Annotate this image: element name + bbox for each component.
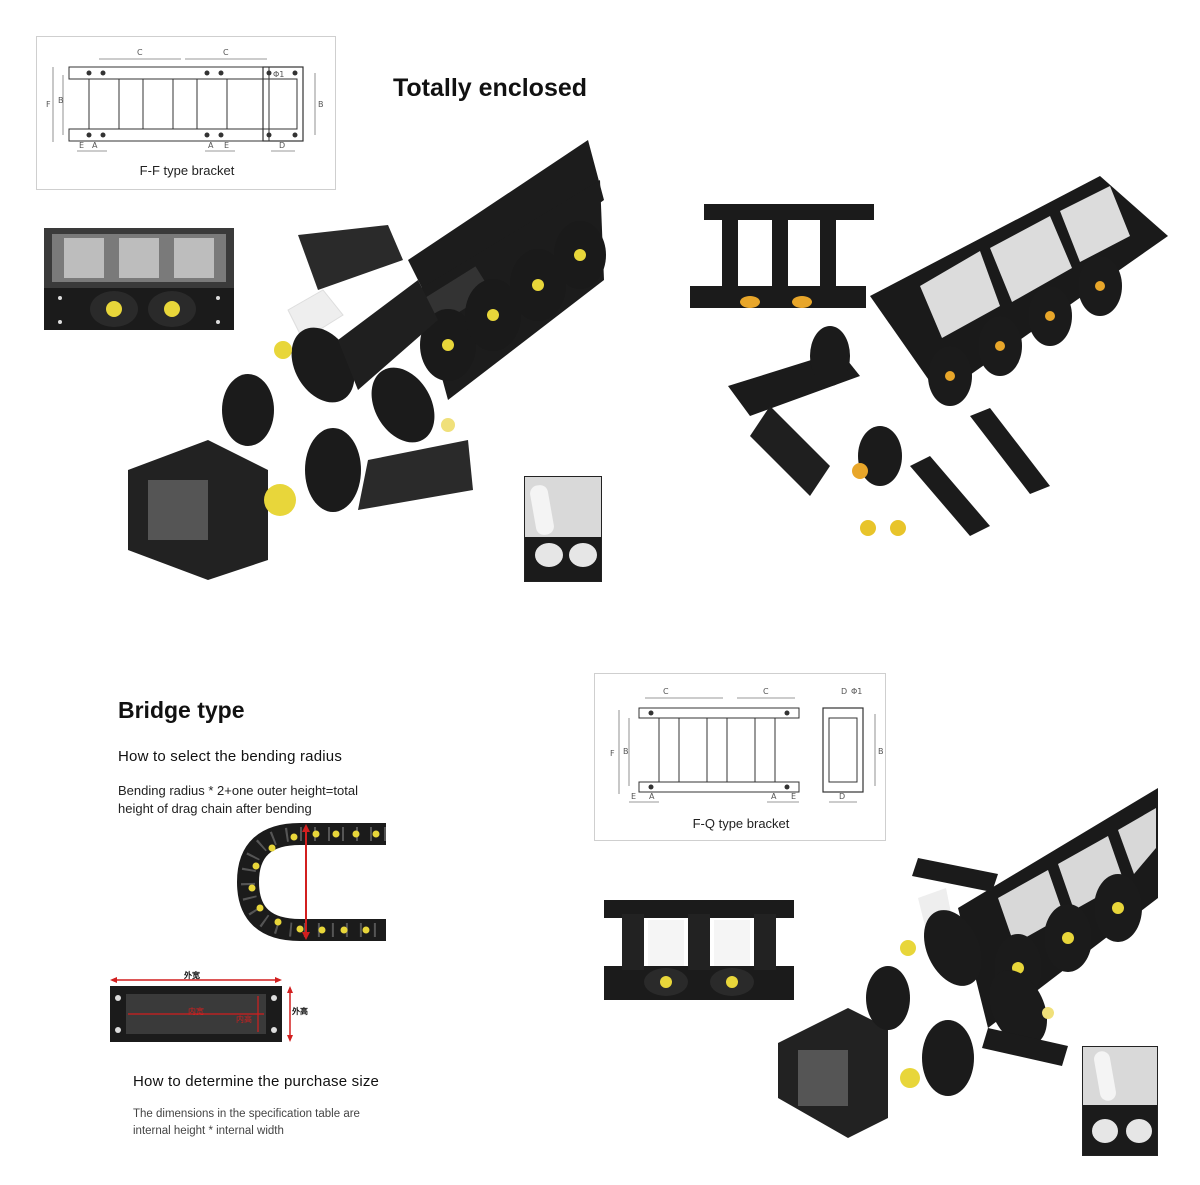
dim-label-b: B	[58, 96, 64, 105]
bridge-chain-exploded-photo	[778, 788, 1158, 1148]
dim-label-phi: Φ1	[273, 70, 284, 79]
fq-bracket-diagram: C C F B E A A E D Φ1 B D	[610, 687, 884, 803]
cross-section-diagram: 外宽 内宽 内高 外高	[108, 970, 308, 1050]
enclosed-closeup-photo	[524, 476, 602, 582]
bending-radius-text: Bending radius * 2+one outer height=tota…	[118, 783, 358, 816]
fq-dim-label-e: E	[631, 792, 636, 801]
fq-dim-label-a-2: A	[771, 792, 777, 801]
bridge-type-heading: Bridge type	[118, 697, 245, 723]
dim-label-b-2: B	[318, 100, 324, 109]
fq-dim-label-f: F	[610, 749, 615, 758]
purchase-size-title: How to determine the purchase size	[133, 1073, 380, 1090]
inner-height-label: 内高	[236, 1015, 252, 1024]
dim-label-a-2: A	[208, 141, 214, 150]
fq-bracket-drawing: C C F B E A A E D Φ1 B D F-Q type bracke…	[594, 673, 886, 841]
dim-label-d: D	[279, 141, 285, 150]
enclosed-bracket-photo	[44, 228, 234, 330]
ff-bracket-caption: F-F type bracket	[139, 163, 235, 178]
ff-bracket-diagram: C C Φ1 F B E A A E B D	[46, 48, 324, 152]
fq-dim-label-d: D	[839, 792, 845, 801]
outer-height-label: 外高	[292, 1007, 308, 1016]
fq-dim-label-d-top: D	[841, 687, 847, 696]
outer-width-label: 外宽	[184, 971, 200, 980]
fq-dim-label-phi: Φ1	[851, 687, 862, 696]
bending-radius-title: How to select the bending radius	[118, 748, 343, 765]
fq-dim-label-b: B	[623, 747, 629, 756]
dim-label-a: A	[92, 141, 98, 150]
dim-label-e-2: E	[224, 141, 229, 150]
dim-label-e: E	[79, 141, 84, 150]
bent-chain-photo	[236, 822, 396, 942]
totally-enclosed-heading: Totally enclosed	[393, 74, 588, 102]
dim-label-c-2: C	[223, 48, 229, 57]
ff-bracket-drawing: C C Φ1 F B E A A E B D F-F type bracket	[36, 36, 336, 190]
open-chain-exploded-photo	[680, 176, 1168, 558]
fq-dim-label-c-2: C	[763, 687, 769, 696]
fq-bracket-caption: F-Q type bracket	[692, 816, 790, 831]
inner-width-label: 内宽	[188, 1007, 204, 1016]
fq-dim-label-c: C	[663, 687, 669, 696]
fq-dim-label-e-2: E	[791, 792, 796, 801]
bridge-bracket-photo	[604, 900, 794, 1000]
enclosed-chain-exploded-photo	[118, 140, 606, 590]
purchase-size-text: The dimensions in the specification tabl…	[133, 1108, 360, 1137]
fq-dim-label-b-2: B	[878, 747, 884, 756]
bridge-closeup-photo	[1082, 1046, 1158, 1156]
fq-dim-label-a: A	[649, 792, 655, 801]
dim-label-f: F	[46, 100, 51, 109]
dim-label-c: C	[137, 48, 143, 57]
